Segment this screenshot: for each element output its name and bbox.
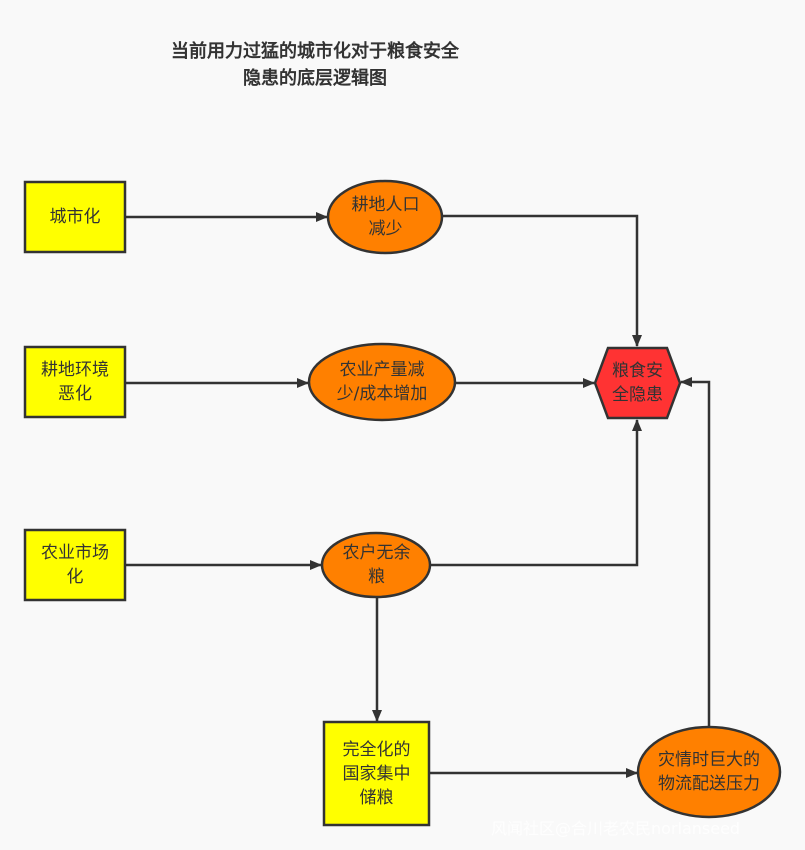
edge-no-surplus-to-food-security[interactable] bbox=[431, 419, 642, 567]
title-line-2: 隐患的底层逻辑图 bbox=[243, 68, 387, 89]
node-no-surplus-shape[interactable] bbox=[320, 531, 432, 599]
node-agri-market-shape[interactable] bbox=[23, 528, 127, 602]
node-output-cost-shape[interactable] bbox=[307, 342, 457, 422]
node-farmland-pop-shape[interactable] bbox=[326, 179, 444, 255]
node-logistics-shape[interactable] bbox=[636, 725, 782, 819]
diagram-title: 当前用力过猛的城市化对于粮食安全 隐患的底层逻辑图 bbox=[140, 38, 490, 92]
watermark-text: 风闻社区@合川老农民norlanseed bbox=[491, 819, 741, 838]
node-state-storage-shape[interactable] bbox=[322, 720, 431, 827]
node-urbanization-shape[interactable] bbox=[23, 180, 127, 254]
edge-logistics-to-food-security[interactable] bbox=[680, 377, 711, 727]
edge-farmland-pop-to-food-security[interactable] bbox=[443, 214, 642, 347]
node-farmland-env-shape[interactable] bbox=[23, 345, 127, 419]
title-line-1: 当前用力过猛的城市化对于粮食安全 bbox=[171, 41, 459, 62]
node-food-security-shape[interactable] bbox=[593, 346, 682, 420]
